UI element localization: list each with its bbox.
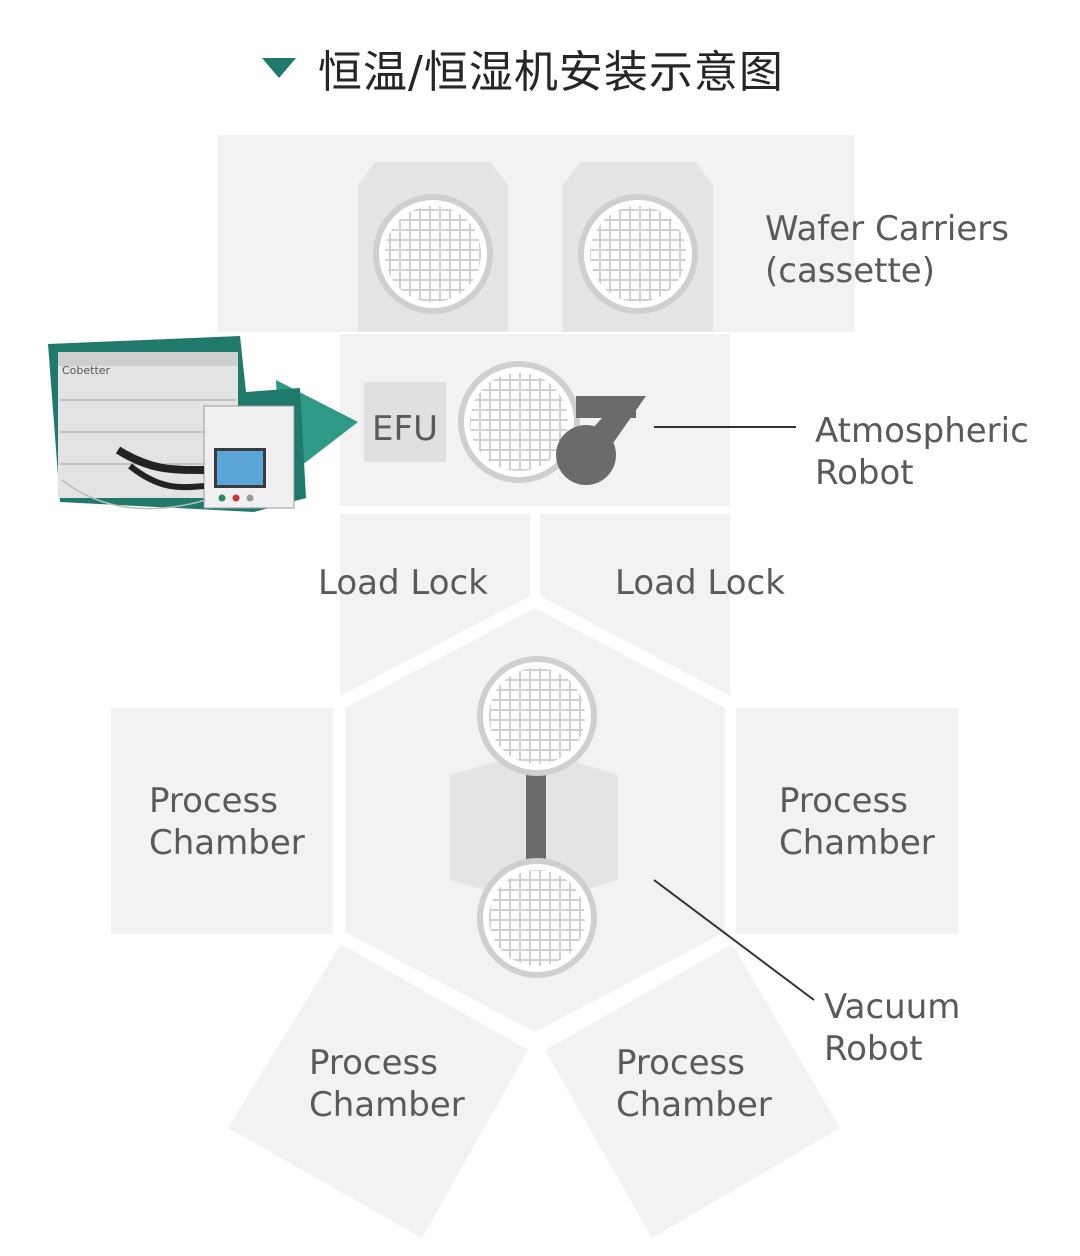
wafer-carriers-panel xyxy=(217,135,855,332)
diagram-title: 恒温/恒湿机安装示意图 xyxy=(318,47,784,98)
atmospheric-robot-label: Atmospheric xyxy=(815,411,1029,451)
process-chamber-bottom-right-label: Process xyxy=(616,1043,745,1083)
process-chamber-bottom-left xyxy=(228,944,528,1238)
process-chamber-right-label-2: Chamber xyxy=(779,823,935,863)
wafer-carriers-label: Wafer Carriers xyxy=(765,209,1009,249)
process-chamber-left-label: Process xyxy=(149,781,278,821)
load-lock-right-label: Load Lock xyxy=(615,563,785,603)
vacuum-robot-pointer xyxy=(653,879,815,1001)
vacuum-robot-label: Vacuum xyxy=(824,987,960,1027)
process-chamber-right-label: Process xyxy=(779,781,908,821)
process-chamber-bottom-right xyxy=(545,944,840,1238)
atmospheric-robot-label-2: Robot xyxy=(815,453,914,493)
process-chamber-bottom-left-label-2: Chamber xyxy=(309,1085,465,1125)
wafer-icon xyxy=(373,194,493,314)
process-chamber-bottom-right-label-2: Chamber xyxy=(616,1085,772,1125)
process-chamber-bottom-left-label: Process xyxy=(309,1043,438,1083)
triangle-down-icon xyxy=(262,58,296,78)
wafer-icon xyxy=(578,194,698,314)
wafer-icon xyxy=(458,361,580,483)
environmental-control-unit: Cobetter xyxy=(48,336,358,512)
load-lock-left-label: Load Lock xyxy=(318,563,488,603)
machine-brand: Cobetter xyxy=(62,364,111,377)
atmospheric-robot-icon xyxy=(556,396,646,485)
diagram-title-block: 恒温/恒湿机安装示意图 xyxy=(262,38,784,98)
process-chamber-left-label-2: Chamber xyxy=(149,823,305,863)
load-lock-right xyxy=(540,514,730,696)
load-lock-left xyxy=(340,514,530,696)
process-chamber-right xyxy=(736,708,958,934)
vacuum-robot-label-2: Robot xyxy=(824,1029,923,1069)
process-chamber-left xyxy=(111,708,333,934)
wafer-icon xyxy=(477,858,597,978)
efu-box xyxy=(364,382,446,462)
efu-label: EFU xyxy=(372,409,438,449)
vacuum-robot-arm xyxy=(526,760,546,864)
wafer-carriers-label-2: (cassette) xyxy=(765,251,935,291)
wafer-icon xyxy=(477,656,597,776)
